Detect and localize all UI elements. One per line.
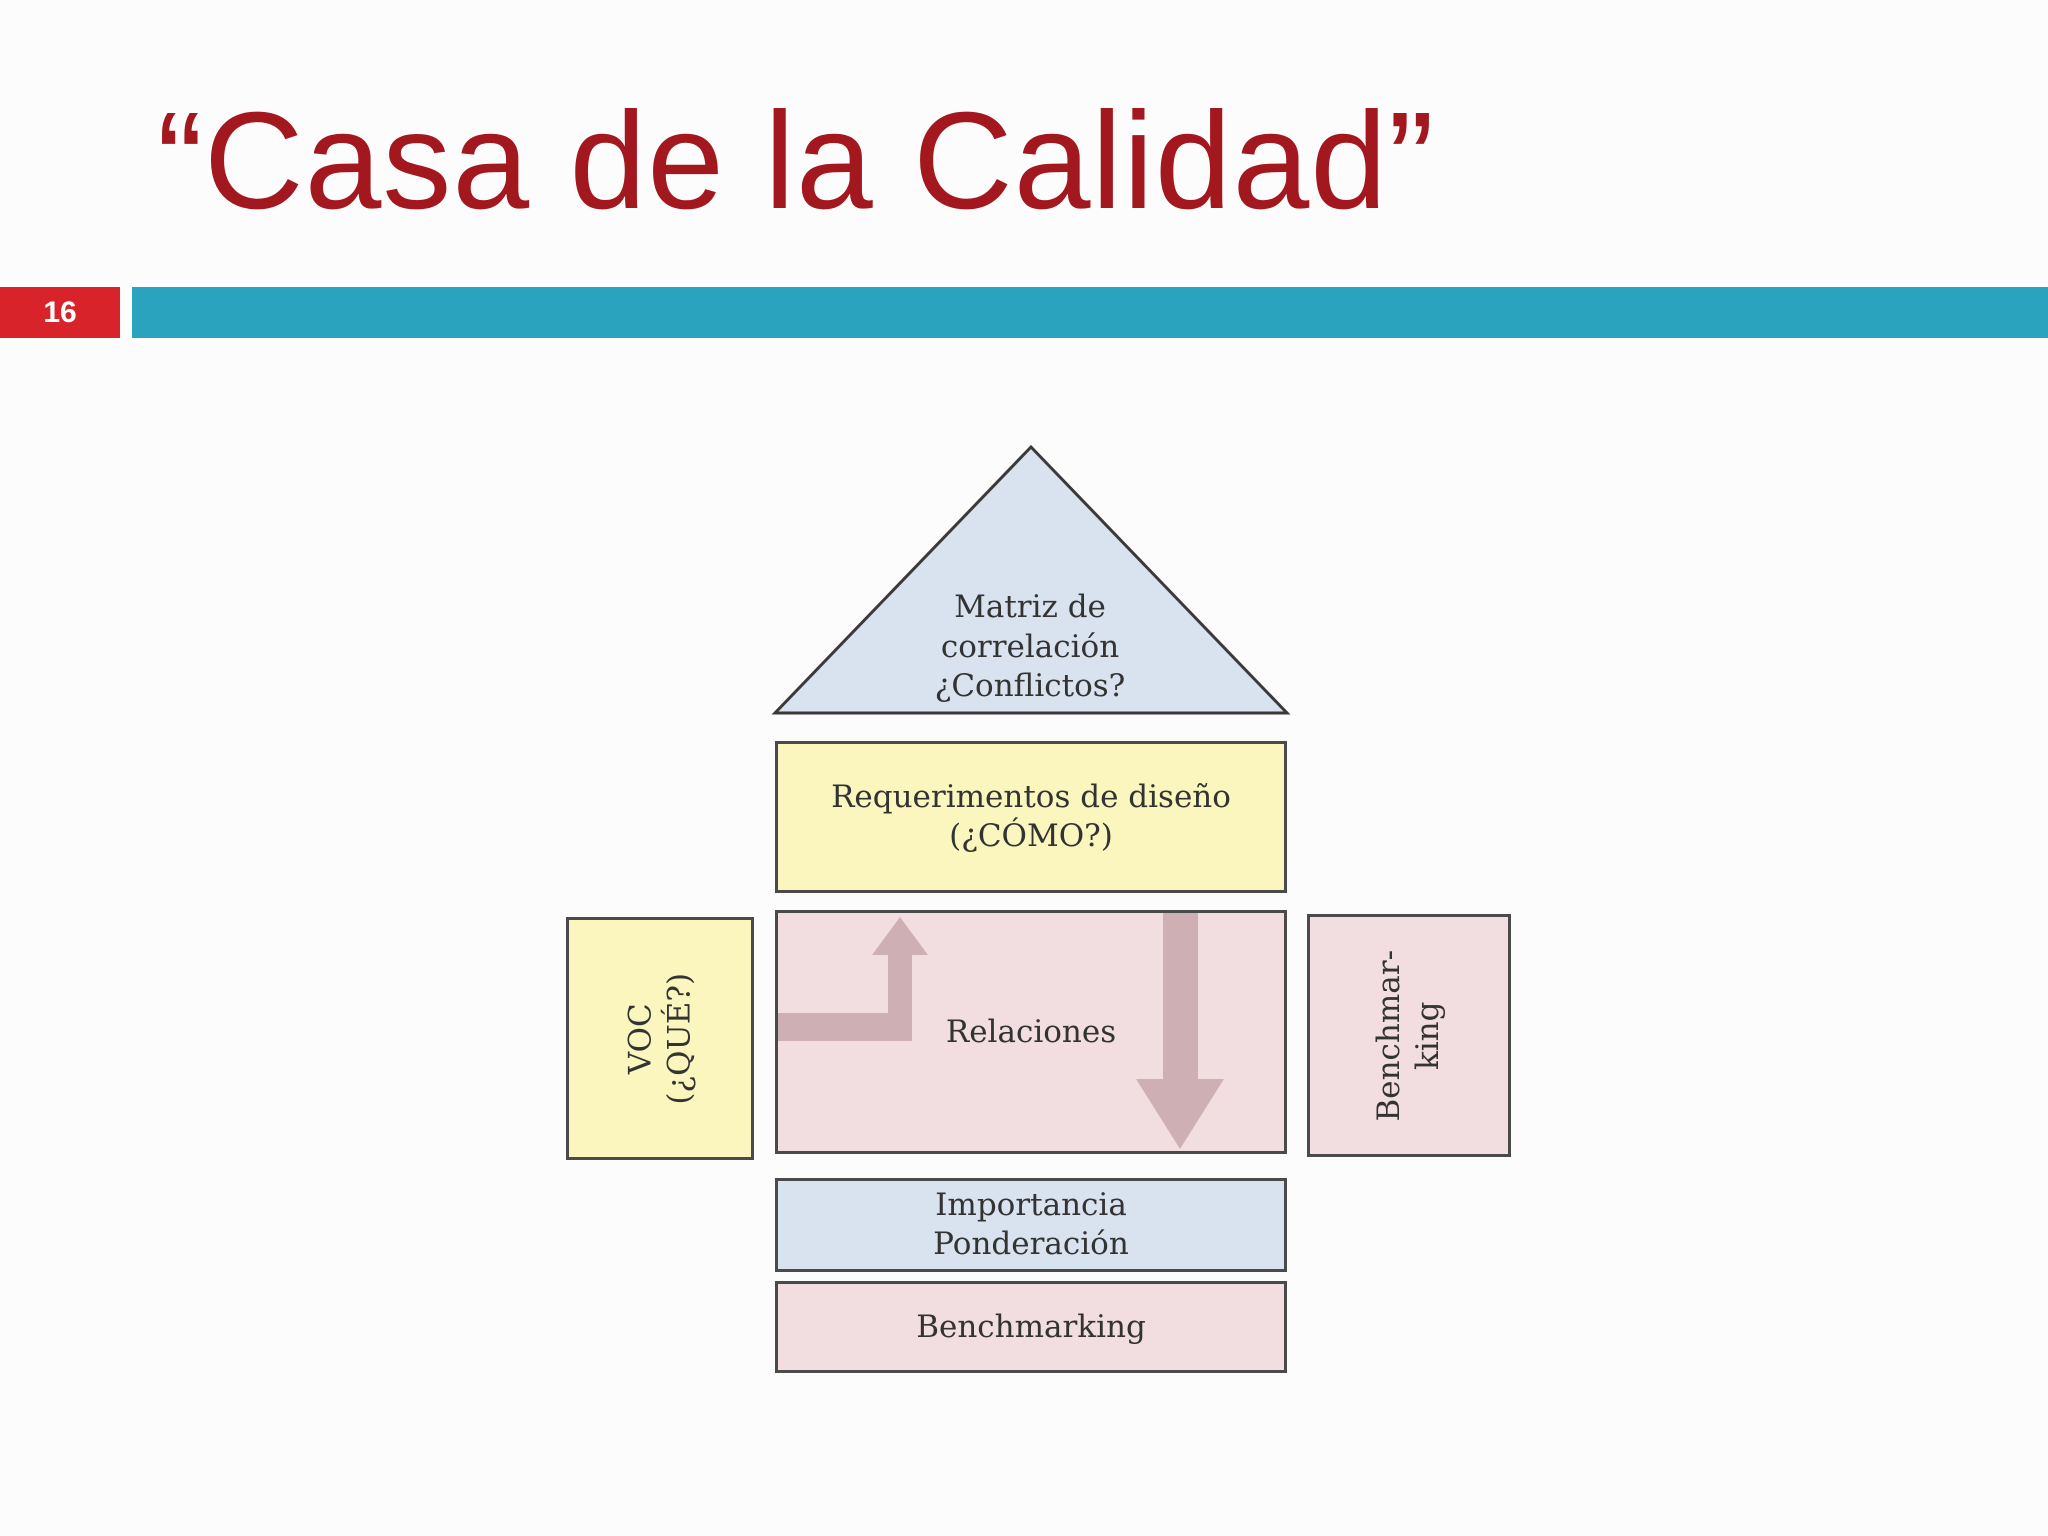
up-arrow-icon (778, 917, 928, 1041)
roof-label: Matriz de correlación ¿Conflictos? (934, 589, 1126, 705)
down-arrow-icon (1136, 913, 1224, 1149)
relations-label: Relaciones (945, 1013, 1117, 1050)
benchmarking-bottom-label: Benchmarking (916, 1308, 1146, 1345)
design-requirements-box: Requerimentos de diseño (¿CÓMO?) (775, 741, 1287, 893)
roof-triangle (771, 444, 1291, 715)
benchmarking-side-box: Benchmar- king (1307, 914, 1511, 1157)
relations-box: Relaciones (775, 910, 1287, 1154)
title-divider-bar (132, 287, 2048, 338)
slide-title: “Casa de la Calidad” (157, 84, 1435, 238)
benchmarking-side-label: Benchmar- king (1371, 949, 1446, 1122)
benchmarking-bottom-box: Benchmarking (775, 1281, 1287, 1373)
importance-box: Importancia Ponderación (775, 1178, 1287, 1272)
voc-label: VOC (¿QUÉ?) (622, 972, 697, 1105)
importance-label: Importancia Ponderación (933, 1187, 1129, 1262)
slide-number: 16 (0, 287, 120, 338)
relations-arrows (778, 913, 1224, 1149)
voc-box: VOC (¿QUÉ?) (566, 917, 754, 1160)
design-requirements-label: Requerimentos de diseño (¿CÓMO?) (831, 779, 1231, 854)
